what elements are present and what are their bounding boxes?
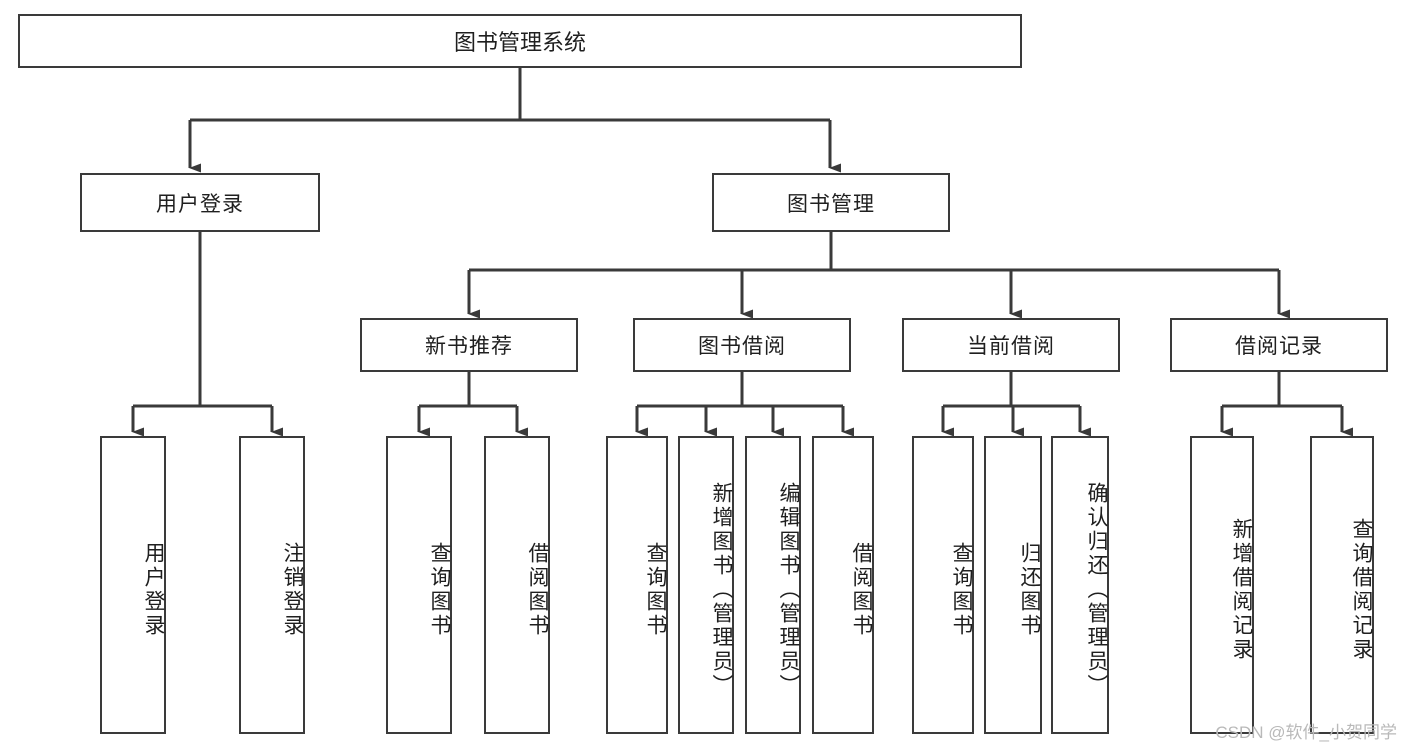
node-book-borrow-label: 图书借阅 [698,335,786,358]
node-leaf-user-login[interactable]: 用户登录 [100,436,166,734]
node-leaf-query-record-label: 查询借阅记录 [1350,518,1373,662]
node-new-book-rec[interactable]: 新书推荐 [360,318,578,372]
node-leaf-query-record[interactable]: 查询借阅记录 [1310,436,1374,734]
node-leaf-borrow-book-rec[interactable]: 借阅图书 [484,436,550,734]
node-leaf-query-book-cur[interactable]: 查询图书 [912,436,974,734]
node-current-borrow[interactable]: 当前借阅 [902,318,1120,372]
node-leaf-confirm-return[interactable]: 确认归还（管理员） [1051,436,1109,734]
node-leaf-query-book-bor[interactable]: 查询图书 [606,436,668,734]
node-leaf-add-book-label: 新增图书（管理员） [710,482,733,698]
node-user-login[interactable]: 用户登录 [80,173,320,232]
node-leaf-query-book-rec-label: 查询图书 [428,542,451,638]
node-leaf-confirm-return-label: 确认归还（管理员） [1085,482,1108,698]
node-leaf-add-record-label: 新增借阅记录 [1230,518,1253,662]
node-book-borrow[interactable]: 图书借阅 [633,318,851,372]
node-book-manage-label: 图书管理 [787,192,875,216]
node-leaf-borrow-book-rec-label: 借阅图书 [526,542,549,638]
node-leaf-edit-book-label: 编辑图书（管理员） [777,482,800,698]
node-new-book-rec-label: 新书推荐 [425,335,513,358]
node-current-borrow-label: 当前借阅 [967,335,1055,358]
node-leaf-query-book-cur-label: 查询图书 [950,542,973,638]
node-borrow-record[interactable]: 借阅记录 [1170,318,1388,372]
node-borrow-record-label: 借阅记录 [1235,335,1323,358]
node-root[interactable]: 图书管理系统 [18,14,1022,68]
node-leaf-query-book-rec[interactable]: 查询图书 [386,436,452,734]
node-leaf-logout-label: 注销登录 [281,542,304,638]
node-leaf-return-book-label: 归还图书 [1018,542,1041,638]
node-user-login-label: 用户登录 [156,192,244,216]
node-leaf-user-login-label: 用户登录 [142,542,165,638]
node-leaf-edit-book[interactable]: 编辑图书（管理员） [745,436,801,734]
node-root-label: 图书管理系统 [453,30,586,55]
node-leaf-borrow-book-bor[interactable]: 借阅图书 [812,436,874,734]
node-leaf-return-book[interactable]: 归还图书 [984,436,1042,734]
node-leaf-add-book[interactable]: 新增图书（管理员） [678,436,734,734]
node-leaf-borrow-book-bor-label: 借阅图书 [850,542,873,638]
node-leaf-add-record[interactable]: 新增借阅记录 [1190,436,1254,734]
node-leaf-logout[interactable]: 注销登录 [239,436,305,734]
csdn-watermark: CSDN @软件_小贺同学 [1215,723,1397,742]
node-book-manage[interactable]: 图书管理 [712,173,950,232]
node-leaf-query-book-bor-label: 查询图书 [644,542,667,638]
